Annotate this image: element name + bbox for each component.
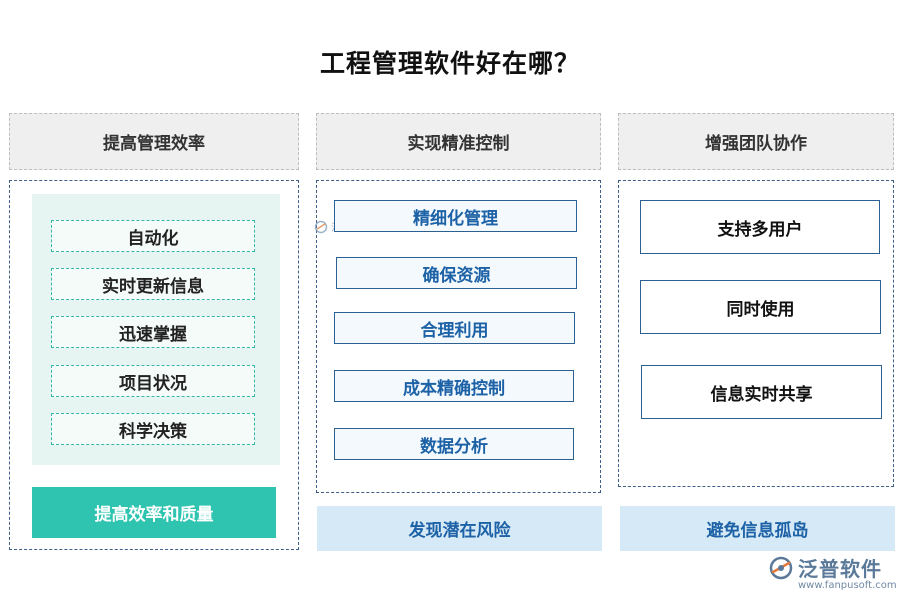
efficiency-item: 科学决策: [51, 413, 255, 445]
brand-watermark: 泛普软件 www.fanpusoft.com: [768, 553, 897, 591]
fanpu-logo-icon: [769, 556, 793, 579]
column-header-control: 实现精准控制: [316, 113, 601, 170]
column-frame-efficiency: [9, 180, 299, 550]
efficiency-item: 自动化: [51, 220, 255, 252]
column-frame-control: [316, 180, 601, 493]
brand-url: www.fanpusoft.com: [798, 580, 897, 591]
fanpu-logo-icon: [314, 220, 328, 233]
control-item: 精细化管理: [334, 200, 577, 232]
collaboration-item: 信息实时共享: [641, 365, 882, 419]
collaboration-item: 同时使用: [640, 280, 881, 334]
page-title: 工程管理软件好在哪？: [319, 49, 580, 78]
collaboration-item: 支持多用户: [640, 200, 880, 254]
efficiency-result: 提高效率和质量: [32, 487, 276, 538]
control-result: 发现潜在风险: [317, 506, 602, 551]
control-item: 确保资源: [336, 257, 577, 289]
collaboration-result: 避免信息孤岛: [620, 506, 895, 551]
control-item: 合理利用: [334, 312, 575, 344]
efficiency-item: 项目状况: [51, 365, 255, 397]
column-header-efficiency: 提高管理效率: [9, 113, 299, 170]
column-frame-collaboration: [618, 180, 894, 487]
brand-name: 泛普软件: [798, 557, 882, 581]
efficiency-item: 实时更新信息: [51, 268, 255, 300]
column-header-collaboration: 增强团队协作: [618, 113, 894, 170]
efficiency-item: 迅速掌握: [51, 316, 255, 348]
control-item: 数据分析: [334, 428, 574, 460]
control-item: 成本精确控制: [334, 370, 574, 402]
